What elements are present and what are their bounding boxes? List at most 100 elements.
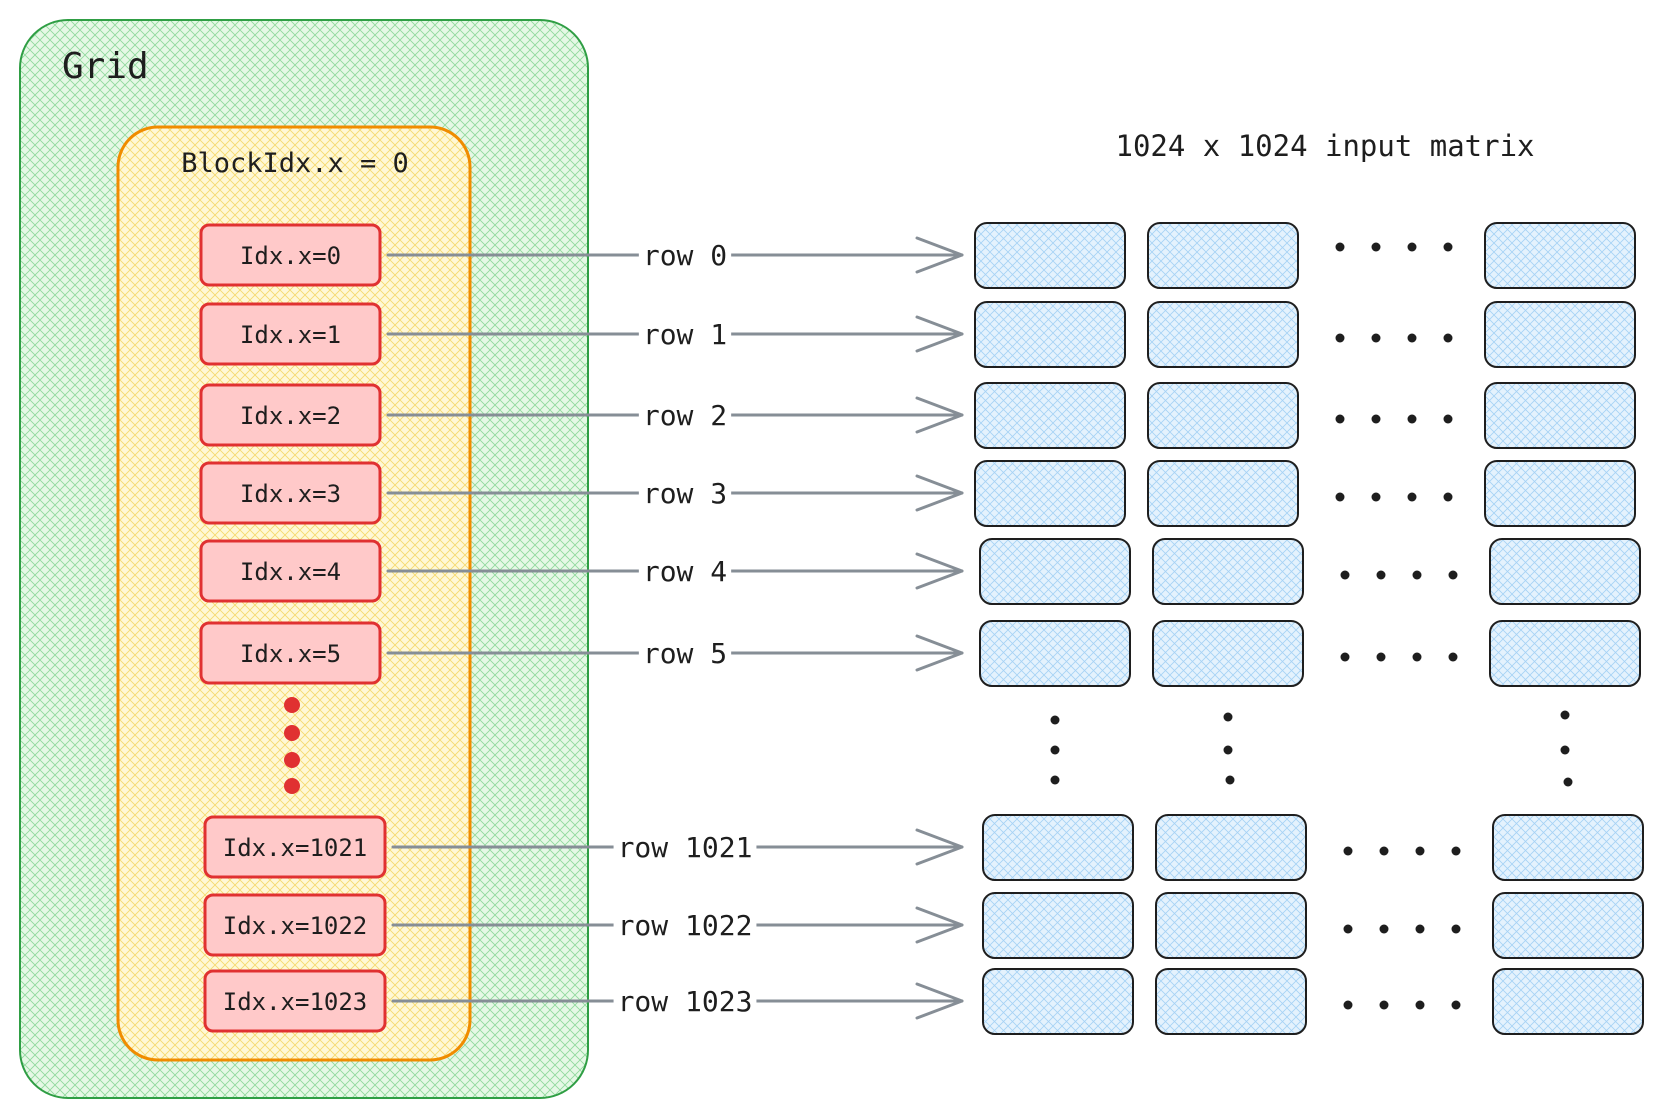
matrix-cell bbox=[1147, 460, 1299, 527]
row-label-bg bbox=[638, 239, 732, 272]
row-label: row 1022 bbox=[618, 909, 753, 942]
arrow-head-icon bbox=[915, 552, 964, 590]
matrix-cell bbox=[979, 538, 1131, 605]
ellipsis-dot bbox=[1443, 492, 1453, 502]
arrow-head-icon bbox=[915, 315, 964, 353]
arrow-head-icon bbox=[915, 396, 964, 434]
ellipsis-dot bbox=[1448, 652, 1458, 662]
ellipsis-dot bbox=[1379, 846, 1389, 856]
ellipsis-dot bbox=[1443, 414, 1453, 424]
ellipsis-dot bbox=[1415, 1000, 1425, 1010]
thread-label: Idx.x=1021 bbox=[223, 834, 368, 862]
ellipsis-dot bbox=[1412, 570, 1422, 580]
ellipsis-dot bbox=[1407, 242, 1417, 252]
ellipsis-dot bbox=[1371, 242, 1381, 252]
ellipsis-dot bbox=[1443, 242, 1453, 252]
ellipsis-dot bbox=[1371, 492, 1381, 502]
ellipsis-dot bbox=[284, 778, 300, 794]
thread-label: Idx.x=3 bbox=[240, 480, 341, 508]
thread-box bbox=[199, 383, 382, 447]
matrix-cell bbox=[982, 814, 1134, 881]
row-label: row 5 bbox=[643, 637, 727, 670]
ellipsis-dot bbox=[1050, 775, 1060, 785]
matrix-cell bbox=[974, 460, 1126, 527]
matrix-cell bbox=[1492, 892, 1644, 959]
row-label-bg bbox=[613, 909, 757, 942]
thread-label: Idx.x=1022 bbox=[223, 912, 368, 940]
matrix-cell bbox=[1152, 538, 1304, 605]
ellipsis-dot bbox=[1376, 652, 1386, 662]
thread-box bbox=[199, 621, 382, 685]
matrix-cell bbox=[982, 892, 1134, 959]
arrow-head-icon bbox=[915, 828, 964, 866]
thread-row: Idx.x=3 row 3 bbox=[199, 461, 964, 525]
ellipsis-dot bbox=[1407, 333, 1417, 343]
matrix-cell bbox=[974, 222, 1126, 289]
matrix-row bbox=[982, 968, 1644, 1035]
thread-box bbox=[199, 461, 382, 525]
ellipsis-dot bbox=[1379, 924, 1389, 934]
matrix-cell bbox=[1155, 814, 1307, 881]
matrix-cell bbox=[974, 382, 1126, 449]
ellipsis-dot bbox=[1412, 652, 1422, 662]
ellipsis-dot bbox=[1343, 846, 1353, 856]
row-label-bg bbox=[613, 831, 757, 864]
ellipsis-dot bbox=[284, 697, 300, 713]
ellipsis-dot bbox=[1407, 492, 1417, 502]
thread-box bbox=[203, 815, 387, 879]
row-label: row 1021 bbox=[618, 831, 753, 864]
block-title: BlockIdx.x = 0 bbox=[181, 148, 409, 179]
thread-label: Idx.x=0 bbox=[240, 242, 341, 270]
matrix-column-ellipsis bbox=[1050, 710, 1573, 787]
matrix-cell bbox=[1484, 301, 1636, 368]
thread-label: Idx.x=1 bbox=[240, 321, 341, 349]
ellipsis-dot bbox=[1050, 715, 1060, 725]
matrix-row bbox=[974, 382, 1636, 449]
matrix-cell bbox=[1484, 222, 1636, 289]
matrix-cell bbox=[1492, 814, 1644, 881]
matrix-cell bbox=[1492, 968, 1644, 1035]
matrix-row bbox=[974, 222, 1636, 289]
thread-box bbox=[199, 223, 382, 287]
row-label: row 3 bbox=[643, 477, 727, 510]
matrix-cell bbox=[974, 301, 1126, 368]
arrow-head-icon bbox=[915, 982, 964, 1020]
matrix-cell bbox=[1484, 460, 1636, 527]
ellipsis-dot bbox=[1343, 924, 1353, 934]
thread-label: Idx.x=4 bbox=[240, 558, 341, 586]
thread-box bbox=[199, 302, 382, 366]
matrix-cell bbox=[979, 620, 1131, 687]
row-label: row 0 bbox=[643, 239, 727, 272]
matrix-row bbox=[982, 814, 1644, 881]
thread-row: Idx.x=4 row 4 bbox=[199, 539, 964, 603]
ellipsis-dot bbox=[1451, 846, 1461, 856]
ellipsis-dot bbox=[1050, 745, 1060, 755]
row-label: row 4 bbox=[643, 555, 727, 588]
thread-row: Idx.x=1022 row 1022 bbox=[203, 893, 964, 957]
ellipsis-dot bbox=[1371, 333, 1381, 343]
arrow-head-icon bbox=[915, 906, 964, 944]
matrix-cell bbox=[1489, 538, 1641, 605]
ellipsis-dot bbox=[1340, 652, 1350, 662]
ellipsis-dot bbox=[1443, 333, 1453, 343]
ellipsis-dot bbox=[1415, 846, 1425, 856]
matrix-row bbox=[979, 538, 1641, 605]
matrix-row bbox=[974, 301, 1636, 368]
ellipsis-dot bbox=[1223, 712, 1233, 722]
matrix-row bbox=[982, 892, 1644, 959]
ellipsis-dot bbox=[1563, 777, 1573, 787]
ellipsis-dot bbox=[1379, 1000, 1389, 1010]
ellipsis-dot bbox=[284, 725, 300, 741]
thread-row: Idx.x=5 row 5 bbox=[199, 621, 964, 685]
matrix-cell bbox=[1489, 620, 1641, 687]
ellipsis-dot bbox=[1223, 745, 1233, 755]
ellipsis-dot bbox=[1225, 775, 1235, 785]
ellipsis-dot bbox=[1560, 710, 1570, 720]
row-label-bg bbox=[638, 637, 732, 670]
row-label-bg bbox=[638, 555, 732, 588]
matrix-cell bbox=[1155, 968, 1307, 1035]
ellipsis-dot bbox=[1560, 745, 1570, 755]
thread-label: Idx.x=5 bbox=[240, 640, 341, 668]
